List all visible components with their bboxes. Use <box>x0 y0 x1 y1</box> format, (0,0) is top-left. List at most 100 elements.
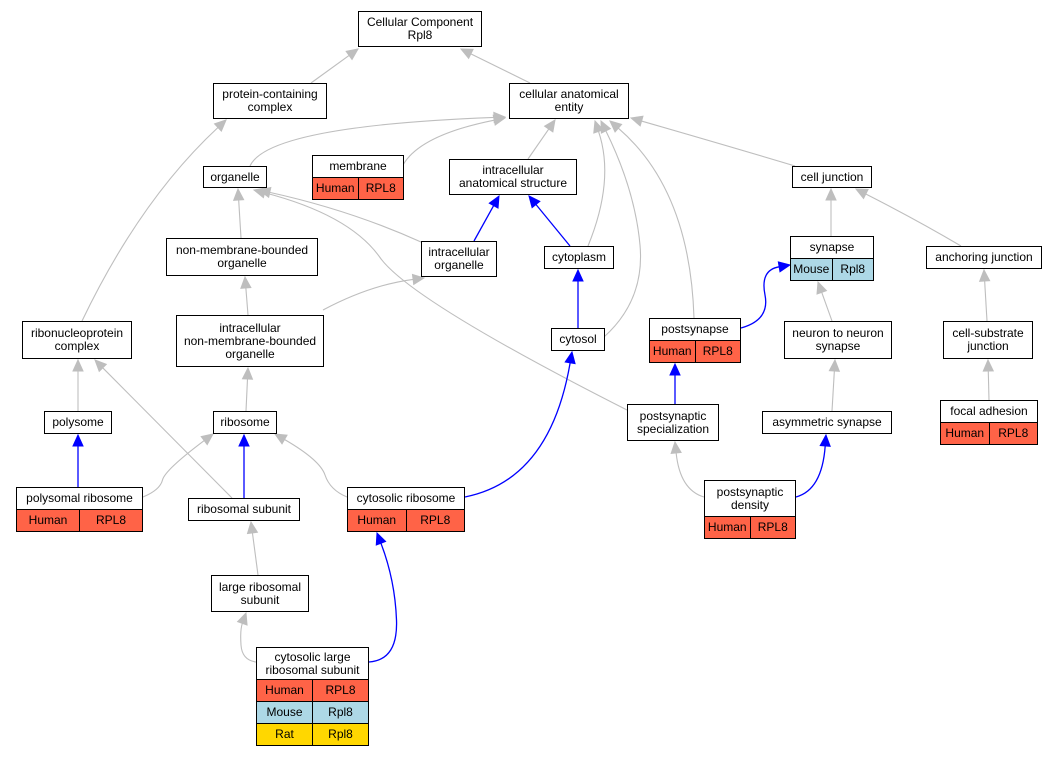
edge-fa-to-csj <box>987 370 990 401</box>
edge-csj-to-aj <box>984 280 988 322</box>
node-label: cytoplasm <box>551 250 607 264</box>
node-io[interactable]: intracellular organelle <box>421 241 497 277</box>
node-label: postsynaptic specialization <box>636 408 710 436</box>
gene-cell: Rpl8 <box>831 259 874 280</box>
node-pcc[interactable]: protein-containing complex <box>213 83 327 119</box>
node-rnp[interactable]: ribonucleoprotein complex <box>22 321 132 359</box>
arrowhead <box>978 268 991 282</box>
arrowhead <box>528 195 541 209</box>
node-cae[interactable]: cellular anatomical entity <box>509 83 629 119</box>
node-cyto[interactable]: cytoplasm <box>544 246 614 269</box>
node-cytosol[interactable]: cytosol <box>551 328 605 351</box>
node-label: polysomal ribosome <box>26 491 133 505</box>
arrowhead <box>252 187 267 199</box>
gene-cell: RPL8 <box>749 517 796 538</box>
edge-cj-to-cae <box>641 120 796 167</box>
node-label: protein-containing complex <box>222 87 318 114</box>
edge-n2n-to-syn <box>821 292 833 322</box>
species-cell: Human <box>357 513 397 527</box>
node-label: Cellular Component Rpl8 <box>366 15 474 42</box>
node-label: asymmetric synapse <box>772 415 882 429</box>
arrowhead <box>564 350 576 365</box>
gene-cell: RPL8 <box>79 510 142 531</box>
arrowhead <box>492 114 507 126</box>
node-label: synapse <box>809 240 855 254</box>
node-label: organelle <box>210 169 260 184</box>
node-rsu[interactable]: ribosomal subunit <box>188 498 300 521</box>
node-label: intracellular organelle <box>428 245 490 272</box>
node-ias[interactable]: intracellular anatomical structure <box>449 159 577 195</box>
arrowhead <box>609 120 623 133</box>
species-cell: Human <box>652 344 692 358</box>
species-cell: Mouse <box>793 262 830 276</box>
arrowhead <box>238 433 250 447</box>
arrowhead <box>669 362 681 376</box>
node-nmbo[interactable]: non-membrane-bounded organelle <box>166 238 318 276</box>
node-lrsu[interactable]: large ribosomal subunit <box>211 575 309 612</box>
species-cell: Human <box>315 181 355 195</box>
node-label: large ribosomal subunit <box>218 579 302 607</box>
gene-cell: RPL8 <box>694 341 741 362</box>
gene-cell: RPL8 <box>357 178 404 199</box>
node-inmbo[interactable]: intracellular non-membrane-bounded organ… <box>176 315 324 367</box>
edge-org-to-cae <box>249 116 495 167</box>
edge-cribo-to-cytosol <box>464 362 571 498</box>
arrowhead <box>982 358 995 372</box>
edge-psd-to-pss <box>675 452 705 498</box>
edge-aj-to-cj <box>865 193 962 247</box>
arrowhead <box>273 433 288 445</box>
edge-clrsu-to-cribo <box>368 543 398 663</box>
gene-cell: Rpl8 <box>312 724 368 745</box>
edge-inmbo-to-nmbo <box>245 287 249 316</box>
arrowhead <box>854 188 869 200</box>
arrowhead <box>246 520 259 535</box>
edge-mem-to-cae <box>402 119 495 166</box>
node-poly[interactable]: polysome <box>44 411 112 434</box>
arrowhead <box>236 611 248 626</box>
node-n2n[interactable]: neuron to neuron synapse <box>784 321 892 359</box>
edge-ribo-to-inmbo <box>245 378 249 412</box>
node-asym[interactable]: asymmetric synapse <box>762 411 892 434</box>
arrowhead <box>819 433 831 447</box>
node-cj[interactable]: cell junction <box>792 166 872 188</box>
node-label: membrane <box>329 159 387 173</box>
arrowhead <box>213 119 227 133</box>
arrowhead <box>459 48 474 60</box>
arrowhead <box>600 119 612 134</box>
arrowhead <box>572 268 584 282</box>
gene-cell: RPL8 <box>405 510 465 531</box>
node-aj[interactable]: anchoring junction <box>926 246 1042 269</box>
arrowhead <box>543 119 556 133</box>
species-cell: Mouse <box>266 705 303 719</box>
edge-cyto-to-ias <box>535 204 571 247</box>
edge-cyto-to-cae <box>587 131 606 247</box>
arrowhead <box>72 358 84 372</box>
node-org[interactable]: organelle <box>203 166 267 188</box>
arrowhead <box>232 187 245 201</box>
node-label: cell-substrate junction <box>952 326 1024 353</box>
arrowhead <box>241 366 254 380</box>
node-ribo[interactable]: ribosome <box>213 411 277 434</box>
arrowhead <box>411 273 426 286</box>
node-pss[interactable]: postsynaptic specialization <box>627 404 719 441</box>
arrowhead <box>240 275 252 289</box>
arrowhead <box>488 194 500 209</box>
node-root[interactable]: Cellular Component Rpl8 <box>358 11 482 47</box>
edge-lrsu-to-rsu <box>251 532 259 576</box>
node-csj[interactable]: cell-substrate junction <box>943 321 1033 359</box>
node-label: focal adhesion <box>950 404 1028 418</box>
